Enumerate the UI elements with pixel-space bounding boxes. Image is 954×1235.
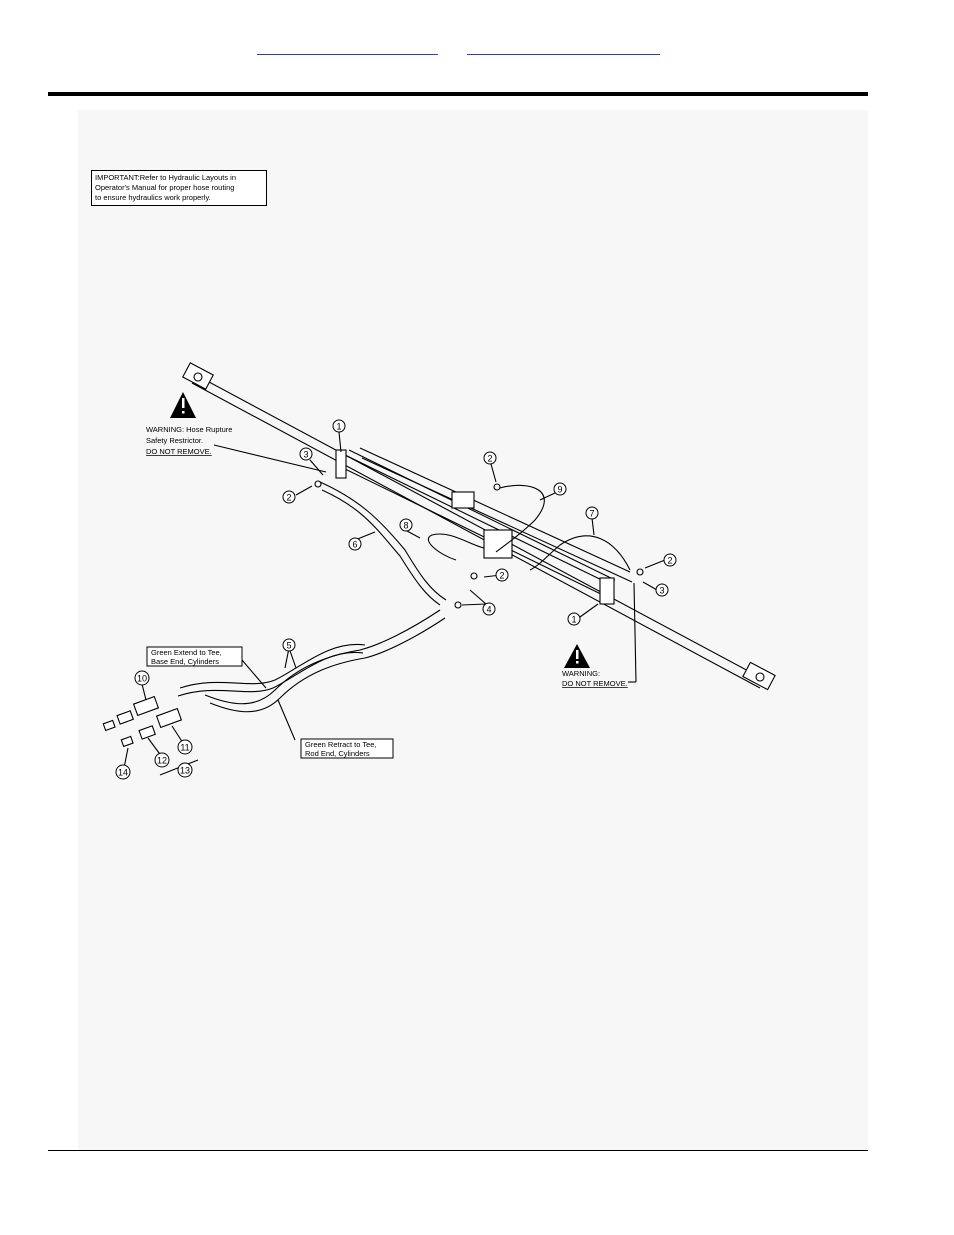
header-link-left[interactable] <box>257 40 438 55</box>
callout-3a: 3 <box>299 447 313 461</box>
callout-2a: 2 <box>282 490 296 504</box>
svg-text:3: 3 <box>303 450 308 460</box>
warning-icon <box>564 644 590 668</box>
callout-6: 6 <box>348 537 362 551</box>
important-line-2: Operator's Manual for proper hose routin… <box>95 183 235 192</box>
warning-top-line-2: Safety Restrictor. <box>146 436 203 445</box>
warning-bottom-line-1: WARNING: <box>562 669 600 678</box>
important-line-1: IMPORTANT:Refer to Hydraulic Layouts in <box>95 173 237 182</box>
green-retract-line-2: Rod End, Cylinders <box>305 749 370 758</box>
warning-top-line-1: WARNING: Hose Rupture <box>146 425 232 434</box>
callout-10: 10 <box>134 670 150 686</box>
callout-13: 13 <box>177 762 193 778</box>
svg-text:10: 10 <box>137 674 147 684</box>
header-rule <box>48 92 868 96</box>
callout-8: 8 <box>399 518 413 532</box>
svg-text:13: 13 <box>180 766 190 776</box>
svg-text:2: 2 <box>667 556 672 566</box>
important-line-3: to ensure hydraulics work properly. <box>95 193 211 202</box>
warning-icon <box>170 392 196 418</box>
green-extend-line-1: Green Extend to Tee, <box>151 648 222 657</box>
callout-11: 11 <box>177 739 193 755</box>
svg-text:2: 2 <box>286 493 291 503</box>
svg-text:11: 11 <box>180 743 189 753</box>
callout-9: 9 <box>553 482 567 496</box>
svg-text:14: 14 <box>118 768 128 778</box>
svg-text:2: 2 <box>487 454 492 464</box>
callout-1b: 1 <box>567 612 581 626</box>
warning-bottom-line-2: DO NOT REMOVE. <box>562 679 628 688</box>
svg-text:1: 1 <box>336 422 341 432</box>
footer-rule <box>48 1150 868 1151</box>
svg-text:7: 7 <box>589 509 594 519</box>
svg-text:4: 4 <box>486 605 491 615</box>
callout-2b: 2 <box>483 451 497 465</box>
callout-3b: 3 <box>655 583 669 597</box>
svg-text:3: 3 <box>659 586 664 596</box>
callout-2d: 2 <box>495 568 509 582</box>
green-retract-line-1: Green Retract to Tee, <box>305 740 377 749</box>
header-links <box>0 40 954 60</box>
warning-top-line-3: DO NOT REMOVE. <box>146 447 212 456</box>
callout-12: 12 <box>154 752 170 768</box>
callout-2c: 2 <box>663 553 677 567</box>
callout-14: 14 <box>115 764 131 780</box>
important-note: IMPORTANT:Refer to Hydraulic Layouts in … <box>91 170 267 206</box>
svg-text:5: 5 <box>286 641 291 651</box>
svg-text:9: 9 <box>557 485 562 495</box>
diagram-area <box>78 110 868 1150</box>
svg-text:2: 2 <box>499 571 504 581</box>
header-link-right[interactable] <box>467 40 660 55</box>
callout-5: 5 <box>282 638 296 652</box>
svg-text:6: 6 <box>352 540 357 550</box>
green-extend-line-2: Base End, Cylinders <box>151 657 219 666</box>
callout-7: 7 <box>585 506 599 520</box>
svg-text:8: 8 <box>403 521 408 531</box>
svg-text:1: 1 <box>571 615 576 625</box>
svg-text:12: 12 <box>157 756 167 766</box>
callout-1a: 1 <box>332 419 346 433</box>
callout-4: 4 <box>482 602 496 616</box>
